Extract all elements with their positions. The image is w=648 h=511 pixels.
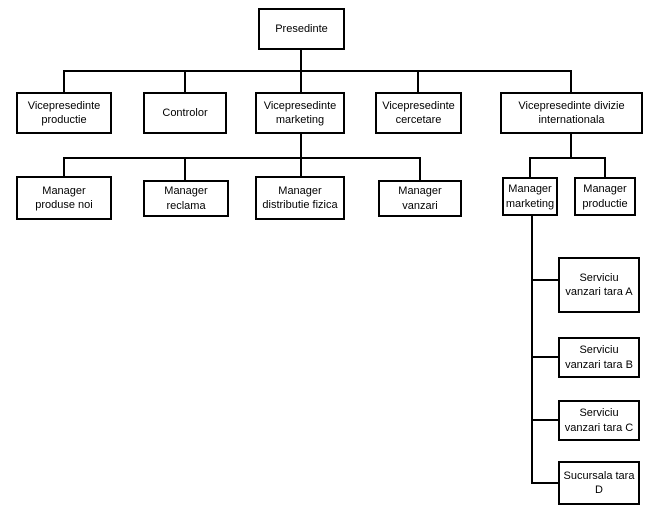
connector-level2-stub-productie [63, 70, 65, 92]
org-node-label: Sucursala tara D [563, 469, 635, 496]
org-node-label: Serviciu vanzari tara A [565, 271, 633, 298]
org-node-vicepresedinte-productie: Vicepresedinte productie [16, 92, 112, 134]
connector-level3-stub-vanzari [419, 157, 421, 180]
connector-level3-stub-mgr-marketing [529, 157, 531, 177]
connector-level4-vertical [531, 216, 533, 484]
connector-level3-left-horizontal [63, 157, 421, 159]
connector-level2-stub-divizie [570, 70, 572, 92]
org-node-label: Serviciu vanzari tara C [564, 407, 634, 434]
org-node-label: Manager marketing [505, 183, 555, 210]
org-node-manager-vanzari: Manager vanzari [378, 180, 462, 217]
org-node-label: Manager productie [582, 183, 628, 210]
org-node-serviciu-vanzari-tara-c: Serviciu vanzari tara C [558, 400, 640, 441]
org-node-label: Manager produse noi [35, 184, 93, 211]
org-node-label: Presedinte [275, 22, 328, 35]
org-node-manager-reclama: Manager reclama [143, 180, 229, 217]
connector-level2-horizontal [63, 70, 572, 72]
connector-level3-stub-reclama [184, 157, 186, 180]
org-node-controlor: Controlor [143, 92, 227, 134]
org-node-label: Vicepresedinte marketing [263, 99, 337, 126]
org-node-label: Manager distributie fizica [262, 184, 338, 211]
org-node-label: Vicepresedinte productie [27, 99, 101, 126]
connector-level4-branch-tara-c [531, 419, 558, 421]
connector-level3-stub-mgr-productie [604, 157, 606, 177]
connector-level4-branch-tara-d [531, 482, 558, 484]
connector-level4-branch-tara-b [531, 356, 558, 358]
org-node-label: Manager vanzari [398, 185, 442, 212]
org-node-manager-marketing: Manager marketing [502, 177, 558, 216]
org-node-serviciu-vanzari-tara-a: Serviciu vanzari tara A [558, 257, 640, 313]
org-node-vicepresedinte-divizie-internationala: Vicepresedinte divizie internationala [500, 92, 643, 134]
org-node-vicepresedinte-cercetare: Vicepresedinte cercetare [375, 92, 462, 134]
org-node-label: Manager reclama [164, 185, 208, 212]
org-node-manager-produse-noi: Manager produse noi [16, 176, 112, 220]
connector-level2-stub-controlor [184, 70, 186, 92]
connector-divizie-drop [570, 134, 572, 158]
org-node-label: Vicepresedinte divizie internationala [518, 99, 625, 126]
org-node-label: Vicepresedinte cercetare [382, 99, 455, 126]
connector-marketing-drop [300, 134, 302, 176]
org-node-manager-productie: Manager productie [574, 177, 636, 216]
org-node-presedinte: Presedinte [258, 8, 345, 50]
connector-level3-right-horizontal [529, 157, 606, 159]
org-node-sucursala-tara-d: Sucursala tara D [558, 461, 640, 505]
connector-level3-stub-produse-noi [63, 157, 65, 176]
connector-level4-branch-tara-a [531, 279, 558, 281]
org-node-label: Controlor [162, 106, 208, 119]
org-node-serviciu-vanzari-tara-b: Serviciu vanzari tara B [558, 337, 640, 378]
org-node-vicepresedinte-marketing: Vicepresedinte marketing [255, 92, 345, 134]
connector-level2-stub-cercetare [417, 70, 419, 92]
org-node-manager-distributie-fizica: Manager distributie fizica [255, 176, 345, 220]
org-node-label: Serviciu vanzari tara B [565, 344, 633, 371]
